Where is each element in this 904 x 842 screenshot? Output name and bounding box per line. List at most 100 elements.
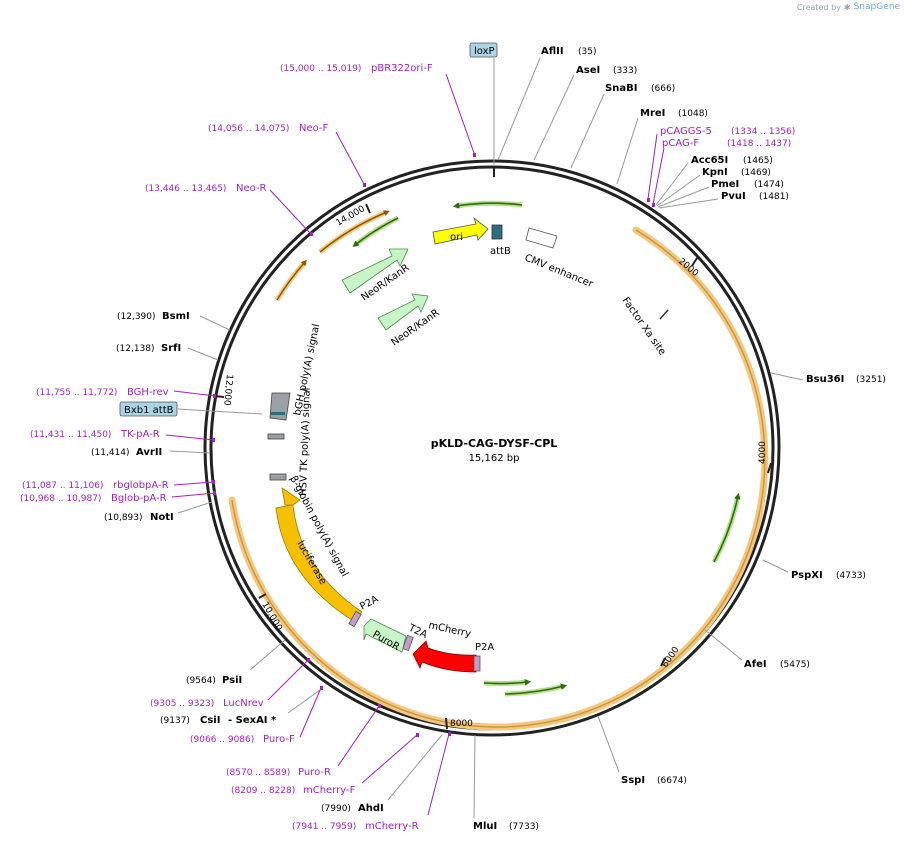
green-arrow-left-core xyxy=(352,217,399,247)
cmv-enhancer-box[interactable] xyxy=(525,227,558,249)
tk-box[interactable] xyxy=(267,433,285,440)
luciferase-arrow[interactable] xyxy=(275,487,363,623)
enzyme-bsmi-pos: (12,390) xyxy=(117,312,156,322)
orange-arrow-left-2-core xyxy=(319,210,390,253)
primer-tkpar: TK-pA-R xyxy=(120,429,160,440)
primer-neor-range: (13,446 .. 13,465) xyxy=(145,184,226,194)
primer-bglobpar: Bglob-pA-R xyxy=(111,493,167,504)
primer-mark xyxy=(212,480,215,484)
mcherry-arrow[interactable] xyxy=(412,640,477,673)
leader-line xyxy=(249,639,286,671)
enzyme-acc65i: Acc65I xyxy=(691,155,728,166)
factor-xa-mark xyxy=(659,309,669,320)
primer-lucnrev: LucNrev xyxy=(223,698,264,709)
plasmid-name: pKLD-CAG-DYSF-CPL xyxy=(431,437,558,450)
credit-badge[interactable]: Created by ✱ SnapGene xyxy=(797,2,900,12)
primer-leader xyxy=(361,734,418,784)
primer-leader xyxy=(337,705,380,767)
leader-line xyxy=(597,715,620,773)
primer-leader xyxy=(335,131,365,185)
primer-leader xyxy=(171,492,216,498)
puror-arrow[interactable] xyxy=(363,618,407,653)
bxb1-attb-label: Bxb1 attB xyxy=(124,405,174,416)
primer-leader xyxy=(165,434,215,441)
enzyme-ahdi-pos: (7990) xyxy=(321,804,351,814)
primer-mark xyxy=(378,704,381,708)
primer-leader xyxy=(173,481,214,486)
t2a-box[interactable] xyxy=(402,634,414,652)
enzyme-aflII-pos: (35) xyxy=(578,47,596,57)
primer-leader xyxy=(173,390,216,397)
enzyme-psii-pos: (9564) xyxy=(186,676,216,686)
green-arrow-bottom-2-core xyxy=(504,683,568,695)
snapgene-logo-icon: ✱ xyxy=(843,2,851,12)
attB-box[interactable] xyxy=(491,224,503,240)
attB-label: attB xyxy=(490,246,511,257)
tick-mark xyxy=(365,203,371,214)
leader-line xyxy=(658,198,719,209)
primer-mark xyxy=(647,198,650,202)
green-arrow-right[interactable] xyxy=(711,495,741,564)
primer-leader xyxy=(267,659,309,701)
primer-leader xyxy=(269,189,312,235)
primer-lucnrev-range: (9305 .. 9323) xyxy=(150,699,214,709)
primer-neof-range: (14,056 .. 14,075) xyxy=(208,124,289,134)
enzyme-afei-pos: (5475) xyxy=(780,660,810,670)
enzyme-csii: CsiI xyxy=(200,715,220,726)
tick-mark xyxy=(445,717,448,730)
tk-label: HSV TK poly(A) signal xyxy=(298,387,313,496)
primer-mark xyxy=(213,491,216,495)
green-arrow-bottom-2[interactable] xyxy=(504,683,565,697)
primer-tkpar-range: (11,431 .. 11,450) xyxy=(30,430,111,440)
green-arrow-right-core xyxy=(713,492,741,563)
plasmid-length: 15,162 bp xyxy=(469,453,520,464)
primer-pbr322ori-range: (15,000 .. 15,019) xyxy=(280,64,361,74)
neo-arrow-1[interactable] xyxy=(341,248,409,294)
tick-label-12000: 12,000 xyxy=(221,374,234,407)
credit-brand: SnapGene xyxy=(853,2,900,12)
tick-mark xyxy=(660,657,666,667)
enzyme-pmei: PmeI xyxy=(711,179,739,190)
leader-line xyxy=(473,734,476,819)
enzyme-mrei: MreI xyxy=(640,108,665,119)
enzyme-pvui: PvuI xyxy=(721,191,746,202)
primer-mark xyxy=(652,203,655,207)
leader-line xyxy=(533,74,575,161)
bgh-box[interactable] xyxy=(269,392,291,421)
leader-line xyxy=(657,186,710,208)
primer-mark xyxy=(310,232,313,236)
factor-xa-label: Factor Xa site xyxy=(620,295,668,357)
bglobin-box[interactable] xyxy=(269,473,287,481)
tick-mark xyxy=(767,462,772,474)
primer-mark xyxy=(448,732,451,736)
ori-label: ori xyxy=(450,232,463,243)
primer-rbglobpar-range: (11,087 .. 11,106) xyxy=(22,481,103,491)
enzyme-kpni-pos: (1469) xyxy=(741,168,771,178)
enzyme-pmei-pos: (1474) xyxy=(754,180,784,190)
bgh-inner-mark xyxy=(271,412,285,415)
enzyme-srfi-pos: (12,138) xyxy=(116,344,155,354)
backbone-outer-ring xyxy=(203,159,781,737)
ori-arrow[interactable] xyxy=(432,216,489,245)
tick-label-4000: 4000 xyxy=(758,441,768,464)
credit-prefix: Created by xyxy=(796,2,841,12)
neo-arrow-2[interactable] xyxy=(377,293,429,331)
leader-line xyxy=(187,347,219,361)
tick-mark xyxy=(258,593,267,599)
p2a-box-1[interactable] xyxy=(348,610,362,628)
enzyme-acc65i-pos: (1465) xyxy=(743,156,773,166)
p2a-box-2[interactable] xyxy=(473,655,481,672)
primer-purof: Puro-F xyxy=(263,734,295,745)
enzyme-bsmi: BsmI xyxy=(162,311,190,322)
enzyme-aseI: AseI xyxy=(576,65,600,76)
loxp-box[interactable] xyxy=(469,42,498,58)
leader-line xyxy=(655,162,689,206)
bxb1-attb-box[interactable] xyxy=(119,401,178,417)
enzyme-pspxi: PspXI xyxy=(791,570,823,581)
primer-mcherryr-range: (7941 .. 7959) xyxy=(292,822,356,832)
primer-mark xyxy=(307,658,310,662)
enzyme-noti: NotI xyxy=(150,512,174,523)
p2a-label-1: P2A xyxy=(358,594,380,613)
enzyme-aseI-pos: (333) xyxy=(613,66,637,76)
